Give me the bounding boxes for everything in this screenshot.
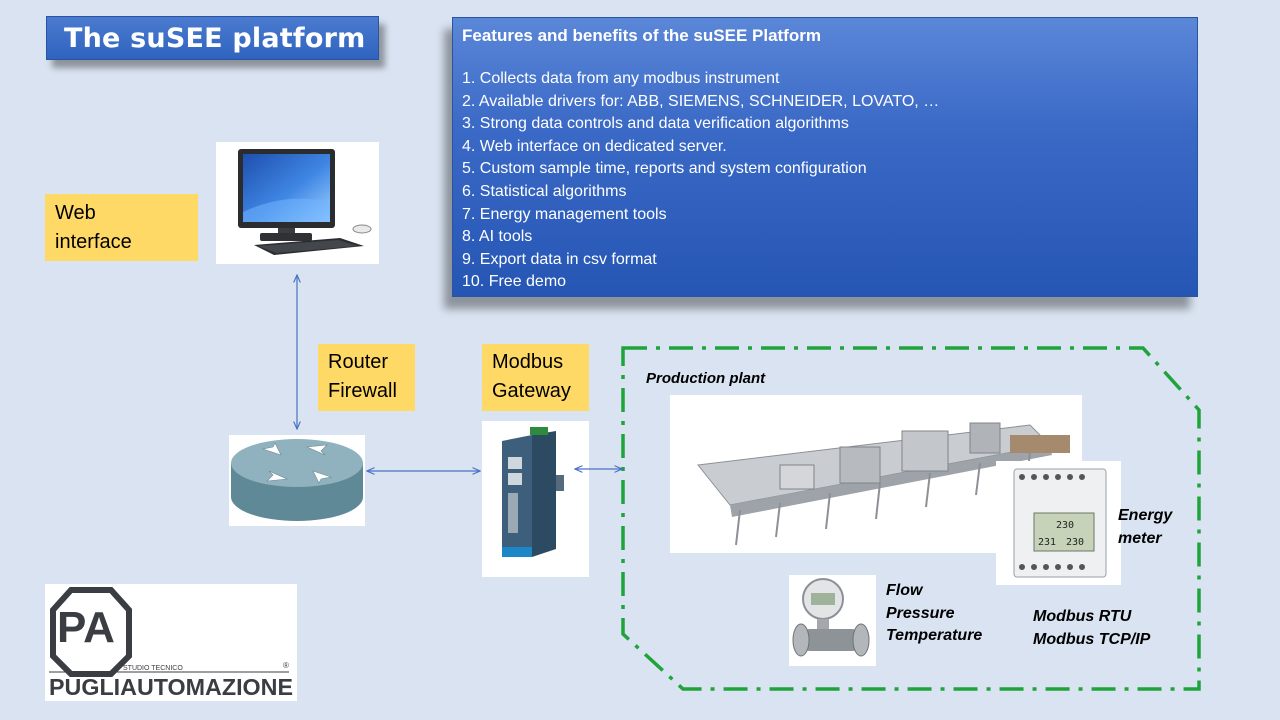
computer-icon [238, 149, 372, 255]
features-list: 1. Collects data from any modbus instrum… [462, 68, 939, 294]
feature-item: 2. Available drivers for: ABB, SIEMENS, … [462, 92, 940, 110]
web-label-line1: Web [55, 202, 96, 224]
company-logo: PA STUDIO TECNICO ® PUGLIAUTOMAZIONE [45, 584, 297, 701]
gateway-label-line2: Gateway [492, 380, 571, 402]
flow-label-line3: Temperature [886, 627, 983, 645]
feature-item: 7. Energy management tools [462, 205, 667, 223]
feature-item: 4. Web interface on dedicated server. [462, 137, 727, 155]
production-plant-boundary [621, 346, 1201, 691]
energy-meter-image: 230 231 230 [996, 461, 1121, 585]
energy-meter-icon: 230 231 230 [1013, 468, 1107, 578]
gateway-label-line1: Modbus [492, 351, 564, 373]
feature-item: 5. Custom sample time, reports and syste… [462, 160, 867, 178]
modbus-label-line2: Modbus TCP/IP [1033, 630, 1151, 648]
logo-mark: PA STUDIO TECNICO ® PUGLIAUTOMAZIONE [49, 587, 293, 700]
energy-label-line2: meter [1118, 529, 1162, 547]
title-banner: The suSEE platform [46, 16, 379, 60]
computer-image [216, 142, 379, 264]
modbus-gateway-label: Modbus Gateway [482, 344, 589, 411]
modbus-gateway-image [482, 421, 589, 577]
router-icon [231, 439, 363, 521]
flow-label-line2: Pressure [886, 604, 955, 622]
feature-item: 9. Export data in csv format [462, 250, 657, 268]
flow-sensor-image [789, 575, 876, 666]
router-label-line2: Firewall [328, 380, 397, 402]
features-heading: Features and benefits of the suSEE Platf… [462, 26, 821, 45]
meter-reading-2: 231 [1038, 537, 1056, 548]
feature-item: 6. Statistical algorithms [462, 182, 627, 200]
logo-letters: PA [57, 603, 115, 652]
page-title: The suSEE platform [64, 23, 366, 54]
conveyor-line-icon [697, 422, 1070, 546]
modbus-protocol-label: Modbus RTU Modbus TCP/IP [1033, 606, 1150, 651]
web-interface-label: Web interface [45, 194, 198, 261]
meter-reading-1: 230 [1056, 520, 1074, 531]
meter-reading-3: 230 [1066, 537, 1084, 548]
gateway-device-icon [502, 427, 564, 557]
feature-item: 8. AI tools [462, 228, 533, 246]
features-panel: Features and benefits of the suSEE Platf… [452, 17, 1198, 297]
logo-company-name: PUGLIAUTOMAZIONE [49, 674, 293, 700]
flow-label-line1: Flow [886, 582, 923, 599]
logo-trademark: ® [283, 661, 289, 670]
feature-item: 1. Collects data from any modbus instrum… [462, 70, 780, 87]
feature-item: 10. Free demo [462, 273, 567, 291]
production-plant-title: Production plant [646, 370, 766, 387]
energy-meter-label: Energy meter [1118, 505, 1172, 550]
router-image [229, 435, 365, 526]
router-label-line1: Router [328, 351, 389, 373]
modbus-label-line1: Modbus RTU [1033, 608, 1132, 625]
logo-subtitle: STUDIO TECNICO [123, 665, 183, 672]
feature-item: 3. Strong data controls and data verific… [462, 115, 849, 133]
web-label-line2: interface [55, 231, 132, 253]
flow-sensor-icon [792, 578, 870, 657]
router-firewall-label: Router Firewall [318, 344, 415, 411]
energy-label-line1: Energy [1118, 507, 1173, 524]
flow-sensor-label: Flow Pressure Temperature [886, 580, 982, 648]
